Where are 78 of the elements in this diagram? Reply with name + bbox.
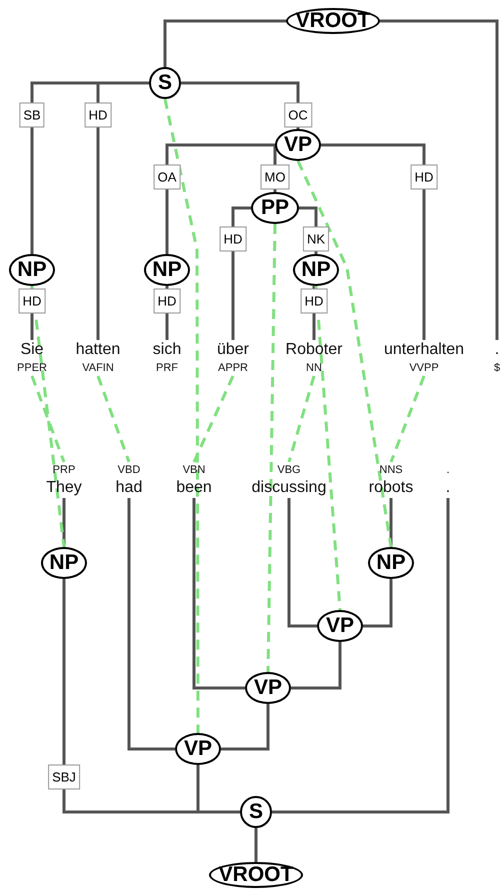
word-token: They: [46, 478, 82, 498]
word-token: Roboter: [286, 340, 342, 360]
category-node: VROOT: [209, 862, 303, 888]
category-node: NP: [368, 547, 414, 579]
word-token: discussing: [252, 478, 326, 498]
alignment-line: [164, 98, 200, 733]
tree-branch: [196, 765, 240, 814]
category-node: VP: [245, 672, 291, 704]
tree-branch: [62, 498, 66, 547]
word-token: .: [446, 478, 450, 498]
category-node: NP: [41, 547, 87, 579]
category-node: NP: [9, 254, 55, 286]
tree-branch: [288, 498, 317, 628]
pos-tag: NNS: [379, 462, 403, 478]
edge-label: OC: [284, 102, 312, 128]
tree-branch: [164, 20, 286, 67]
edge-label: SB: [19, 102, 45, 128]
edge-label: HD: [220, 226, 246, 252]
tree-branch: [254, 828, 258, 862]
tree-branch: [390, 498, 392, 547]
edge-label: HD: [154, 288, 180, 314]
category-node: VP: [317, 610, 363, 642]
tree-branch: [272, 498, 450, 814]
word-token: sich: [152, 340, 182, 360]
pos-tag: APPR: [218, 360, 248, 376]
category-node: S: [149, 67, 181, 99]
edge-label: SBJ: [48, 764, 80, 790]
word-token: had: [116, 478, 142, 498]
category-node: NP: [293, 254, 339, 286]
edge-label: HD: [410, 164, 438, 190]
alignment-line: [192, 375, 234, 463]
alignment-line: [288, 376, 316, 462]
word-token: been: [176, 478, 212, 498]
tree-branch: [291, 642, 342, 690]
alignment-line: [30, 286, 66, 548]
category-node: S: [240, 796, 272, 828]
tree-branch: [221, 704, 270, 750]
pos-tag: NN: [306, 360, 322, 376]
edge-label: MO: [260, 164, 290, 190]
pos-tag: PPER: [17, 360, 47, 376]
edge-label: HD: [84, 102, 112, 128]
pos-tag: $: [494, 360, 500, 376]
tree-branch: [128, 498, 175, 750]
alignment-line: [314, 286, 342, 610]
tree-branch: [380, 20, 498, 340]
edge-label: HD: [18, 288, 46, 314]
pos-tag: PRF: [156, 360, 178, 376]
alignment-line: [390, 375, 426, 463]
category-node: VP: [275, 129, 321, 161]
category-node: PP: [251, 192, 299, 224]
pos-tag: VBG: [277, 462, 301, 478]
category-node: VROOT: [286, 8, 380, 34]
pos-tag: VVPP: [409, 360, 439, 376]
tree-branch: [166, 144, 275, 254]
category-node: VP: [175, 733, 221, 765]
word-token: hatten: [76, 340, 120, 360]
word-token: robots: [368, 478, 414, 498]
alignment-line: [96, 375, 130, 463]
alignment-line: [30, 375, 66, 463]
category-node: NP: [144, 254, 190, 286]
word-token: .: [494, 340, 500, 360]
pos-tag: VBD: [118, 462, 140, 478]
word-token: unterhalten: [384, 340, 464, 360]
pos-tag: VAFIN: [82, 360, 114, 376]
word-token: Sie: [20, 340, 44, 360]
pos-tag: VBN: [182, 462, 206, 478]
tree-branch: [321, 144, 426, 340]
edge-label: NK: [302, 226, 330, 252]
pos-tag: .: [446, 462, 450, 478]
edge-label: OA: [154, 164, 180, 190]
pos-tag: PRP: [52, 462, 76, 478]
alignment-line: [296, 160, 392, 548]
word-token: über: [216, 340, 250, 360]
tree-branch: [363, 579, 392, 628]
edge-label: HD: [300, 288, 328, 314]
tree-branch: [96, 82, 149, 340]
alignment-line: [266, 224, 276, 672]
tree-branch: [192, 498, 245, 690]
